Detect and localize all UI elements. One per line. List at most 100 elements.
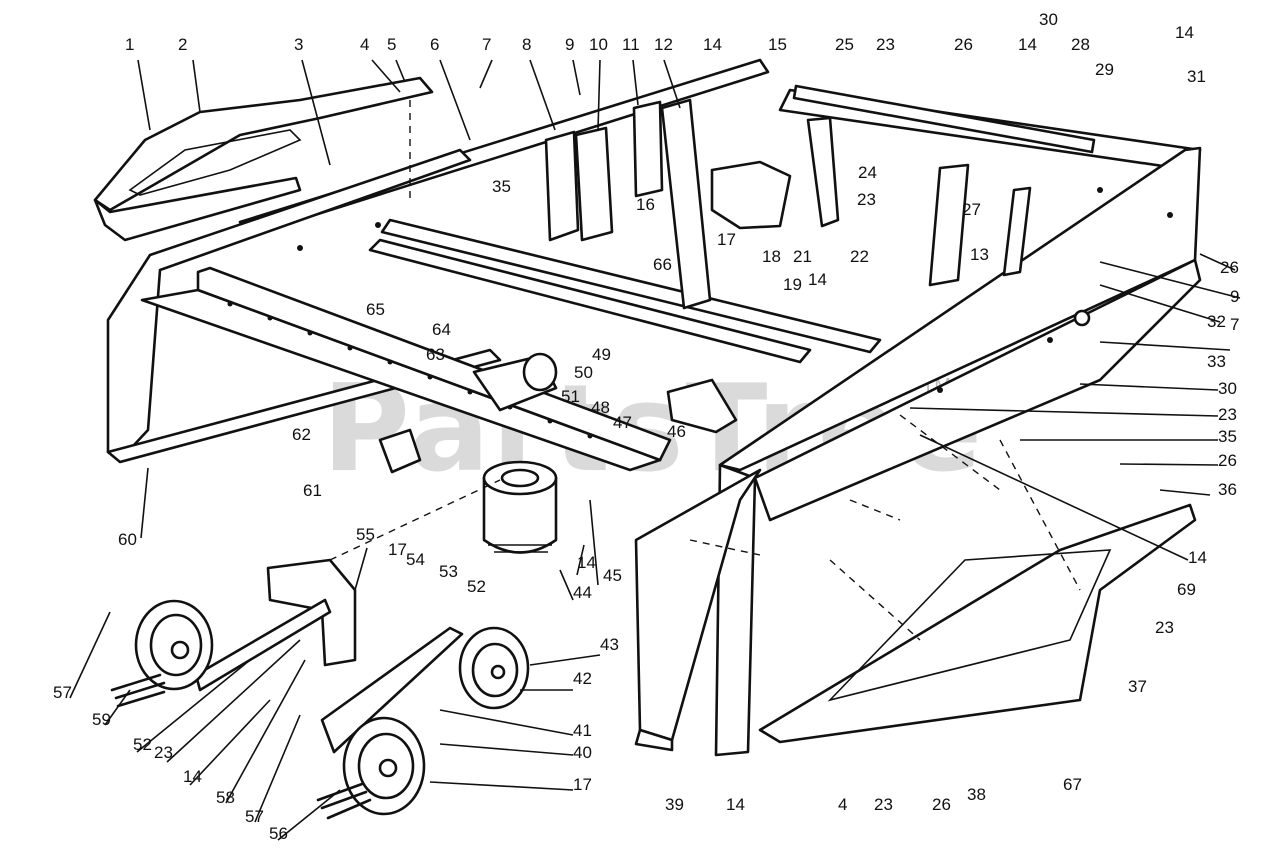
callout-label: 57 [53,683,72,702]
callout-label: 14 [726,795,745,814]
callout-leader-line [589,499,599,586]
callout-leader-line [1099,284,1221,323]
callout-leader-line [1119,463,1219,466]
callout-label: 6 [430,35,439,54]
callout-leader-line [136,659,251,753]
callout-label: 66 [653,255,672,274]
callout-leader-line [69,611,111,699]
callout-label: 17 [388,540,407,559]
callout-label: 17 [573,775,592,794]
front-left-plate [634,468,762,752]
callout-label: 58 [216,788,235,807]
callout-label: 26 [932,795,951,814]
callout-leader-line [529,59,556,131]
callout-label: 31 [1187,67,1206,86]
callout-leader-line [439,59,471,141]
callout-label: 15 [768,35,787,54]
callout-label: 61 [303,481,322,500]
callout-label: 22 [850,247,869,266]
callout-label: 28 [1071,35,1090,54]
callout-label: 50 [574,363,593,382]
callout-label: 1 [125,35,134,54]
callout-label: 33 [1207,352,1226,371]
callout-label: 16 [636,195,655,214]
callout-label: 26 [1218,451,1237,470]
callout-leader-line [572,59,581,96]
callout-label: 65 [366,300,385,319]
callout-label: 23 [1218,405,1237,424]
callout-label: 23 [154,743,173,762]
callout-label: 26 [954,35,973,54]
bottom-skid-plate [758,503,1197,744]
front-cross-rail [140,266,672,472]
callout-label: 35 [1218,427,1237,446]
callout-leader-line [140,467,149,539]
bracket-47 [666,378,738,434]
callout-label: 35 [492,177,511,196]
callout-label: 27 [962,200,981,219]
callout-leader-line [479,59,493,89]
callout-leader-line [225,659,306,804]
callout-leader-line [529,654,601,666]
callout-label: 8 [522,35,531,54]
callout-label: 10 [589,35,608,54]
callout-label: 7 [482,35,491,54]
hose-fitting [378,428,422,474]
oil-filter [482,460,558,554]
callout-label: 3 [294,35,303,54]
callout-label: 9 [565,35,574,54]
upright-brackets [544,98,1032,310]
callout-label: 13 [970,245,989,264]
callout-leader-line [1099,261,1241,299]
callout-label: 43 [600,635,619,654]
callout-label: 37 [1128,677,1147,696]
callout-label: 49 [592,345,611,364]
callout-label: 36 [1218,480,1237,499]
callout-leader-line [254,714,301,823]
callout-leader-line [1079,383,1219,391]
callout-label: 52 [133,735,152,754]
tension-arm-assembly [316,626,530,820]
callout-label: 38 [967,785,986,804]
callout-label: 4 [360,35,369,54]
callout-label: 45 [603,566,622,585]
callout-label: 48 [591,398,610,417]
callout-leader-line [104,689,131,726]
callout-leader-line [559,569,574,601]
callout-label: 63 [426,345,445,364]
callout-label: 52 [467,577,486,596]
callout-leader-line [1199,253,1236,271]
callout-label: 39 [665,795,684,814]
callout-leader-line [909,407,1219,417]
callout-leader-line [439,743,574,756]
callout-label: 14 [808,270,827,289]
callout-label: 5 [387,35,396,54]
callout-label: 64 [432,320,451,339]
callout-label: 14 [703,35,722,54]
callout-label: 18 [762,247,781,266]
callout-leader-line [919,434,1189,561]
callout-label: 41 [573,721,592,740]
callout-label: 11 [622,35,640,54]
callout-label: 25 [835,35,854,54]
callout-label: 14 [1018,35,1037,54]
callout-leader-line [1099,341,1231,351]
top-right-bar [792,84,1096,154]
callout-label: 12 [654,35,673,54]
callout-label: 14 [1188,548,1207,567]
callout-label: 4 [838,795,847,814]
callout-label: 21 [793,247,812,266]
top-cover-plate [93,76,434,242]
callout-label: 51 [561,387,580,406]
filter-adapter [472,352,558,412]
callout-leader-line [301,59,331,166]
callout-leader-line [189,699,271,786]
callout-leader-line [632,59,639,106]
callout-label: 47 [613,413,632,432]
callout-leader-line [439,709,574,736]
callout-leader-line [371,59,401,93]
callout-label: 23 [857,190,876,209]
callout-leader-line [663,59,681,109]
callout-label: 55 [356,525,375,544]
